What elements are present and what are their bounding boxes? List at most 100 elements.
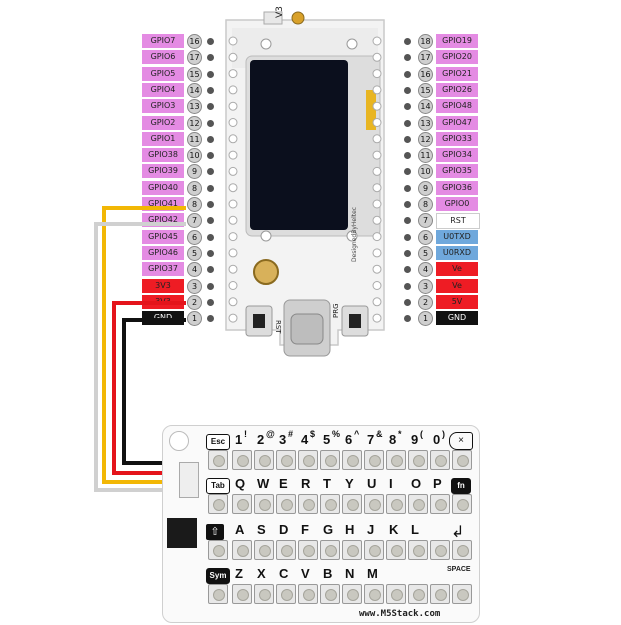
key-switch[interactable]: [320, 450, 340, 470]
key-v[interactable]: V: [301, 566, 310, 581]
key-s[interactable]: S: [257, 522, 266, 537]
key-switch[interactable]: [430, 540, 450, 560]
key-2[interactable]: 2: [257, 432, 265, 447]
key-switch[interactable]: [298, 540, 318, 560]
key-switch[interactable]: [386, 584, 406, 604]
key-0[interactable]: 0: [433, 432, 441, 447]
rst-button[interactable]: [245, 305, 273, 337]
key-switch[interactable]: [232, 494, 252, 514]
right-pin-pad: [404, 54, 411, 62]
right-pin-label: GPIO35: [436, 164, 478, 179]
key-m[interactable]: M: [367, 566, 378, 581]
key-switch[interactable]: [364, 540, 384, 560]
esc-key[interactable]: Esc: [206, 434, 230, 450]
tab-key[interactable]: Tab: [206, 478, 230, 494]
key-switch[interactable]: [320, 540, 340, 560]
key-6[interactable]: 6: [345, 432, 353, 447]
backspace-icon[interactable]: ×: [449, 432, 473, 450]
key-switch[interactable]: [408, 450, 428, 470]
key-switch[interactable]: [342, 450, 362, 470]
key-8[interactable]: 8: [389, 432, 397, 447]
key-switch[interactable]: [232, 540, 252, 560]
key-switch[interactable]: [342, 584, 362, 604]
key-o[interactable]: O: [411, 476, 422, 491]
sym-key[interactable]: Sym: [206, 568, 230, 584]
key-a[interactable]: A: [235, 522, 245, 537]
key-z[interactable]: Z: [235, 566, 243, 581]
key-switch[interactable]: [232, 584, 252, 604]
key-switch[interactable]: [298, 584, 318, 604]
key-switch[interactable]: [232, 450, 252, 470]
key-3[interactable]: 3: [279, 432, 287, 447]
key-switch[interactable]: [452, 584, 472, 604]
prg-button[interactable]: [341, 305, 369, 337]
key-switch[interactable]: [452, 494, 472, 514]
key-k[interactable]: K: [389, 522, 399, 537]
key-r[interactable]: R: [301, 476, 311, 491]
key-switch[interactable]: [364, 584, 384, 604]
key-w[interactable]: W: [257, 476, 270, 491]
key-e[interactable]: E: [279, 476, 288, 491]
key-y[interactable]: Y: [345, 476, 354, 491]
key-switch[interactable]: [276, 450, 296, 470]
key-switch[interactable]: [386, 540, 406, 560]
key-switch[interactable]: [320, 584, 340, 604]
key-4[interactable]: 4: [301, 432, 309, 447]
key-switch[interactable]: [364, 494, 384, 514]
key-p[interactable]: P: [433, 476, 442, 491]
left-pin-pad: [207, 201, 214, 208]
key-switch[interactable]: [276, 584, 296, 604]
key-x[interactable]: X: [257, 566, 266, 581]
key-d[interactable]: D: [279, 522, 289, 537]
key-f[interactable]: F: [301, 522, 309, 537]
key-5[interactable]: 5: [323, 432, 331, 447]
key-switch[interactable]: [298, 450, 318, 470]
key-switch[interactable]: [298, 494, 318, 514]
key-switch[interactable]: [386, 494, 406, 514]
key-t[interactable]: T: [323, 476, 331, 491]
key-i[interactable]: I: [389, 476, 393, 491]
key-b[interactable]: B: [323, 566, 333, 581]
board-pin-hole: [372, 215, 382, 225]
key-9[interactable]: 9: [411, 432, 419, 447]
key-c[interactable]: C: [279, 566, 289, 581]
key-switch[interactable]: [430, 494, 450, 514]
right-pin-label: GPIO19: [436, 34, 478, 48]
key-l[interactable]: L: [411, 522, 419, 537]
key-u[interactable]: U: [367, 476, 377, 491]
key-j[interactable]: J: [367, 522, 375, 537]
key-switch[interactable]: [342, 494, 362, 514]
key-switch[interactable]: [430, 450, 450, 470]
fn-key[interactable]: fn: [451, 478, 471, 494]
enter-icon[interactable]: ↲: [451, 524, 465, 541]
key-switch[interactable]: [364, 450, 384, 470]
key-switch[interactable]: [208, 584, 228, 604]
key-switch[interactable]: [408, 540, 428, 560]
key-switch[interactable]: [208, 450, 228, 470]
key-h[interactable]: H: [345, 522, 355, 537]
key-switch[interactable]: [254, 584, 274, 604]
key-switch[interactable]: [452, 450, 472, 470]
shift-up-arrow-icon[interactable]: ⇧: [206, 524, 224, 540]
key-switch[interactable]: [408, 584, 428, 604]
key-7[interactable]: 7: [367, 432, 375, 447]
key-switch[interactable]: [320, 494, 340, 514]
key-switch[interactable]: [386, 450, 406, 470]
key-switch[interactable]: [452, 540, 472, 560]
key-switch[interactable]: [342, 540, 362, 560]
key-switch[interactable]: [208, 540, 228, 560]
key-n[interactable]: N: [345, 566, 355, 581]
board-pin-hole: [228, 134, 238, 144]
key-1[interactable]: 1: [235, 432, 243, 447]
key-q[interactable]: Q: [235, 476, 246, 491]
key-g[interactable]: G: [323, 522, 334, 537]
key-switch[interactable]: [254, 450, 274, 470]
key-switch[interactable]: [254, 540, 274, 560]
key-switch[interactable]: [408, 494, 428, 514]
key-switch[interactable]: [430, 584, 450, 604]
key-switch[interactable]: [276, 494, 296, 514]
key-switch[interactable]: [208, 494, 228, 514]
right-pin-label: GPIO36: [436, 180, 478, 195]
key-switch[interactable]: [276, 540, 296, 560]
key-switch[interactable]: [254, 494, 274, 514]
